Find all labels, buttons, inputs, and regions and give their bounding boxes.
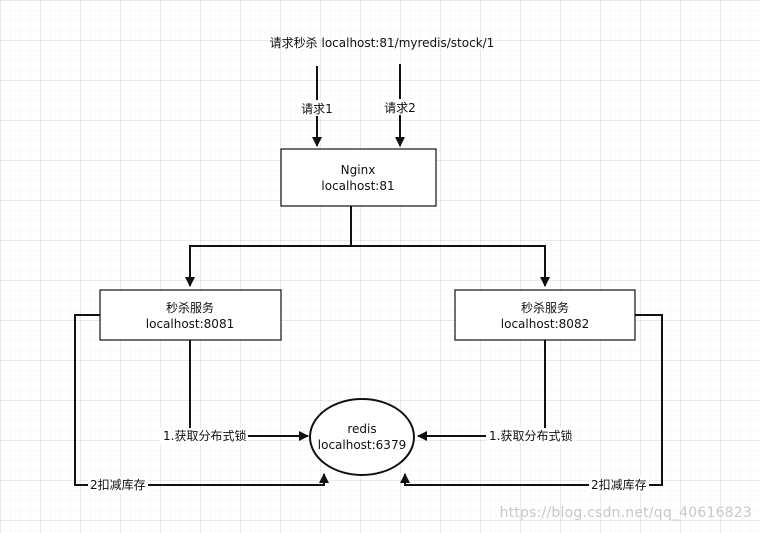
request1-label: 请求1	[301, 102, 333, 116]
service-right-node	[454, 289, 636, 341]
deduct-left-label-bg	[88, 477, 148, 493]
deduct-right-label: 2扣减库存	[591, 477, 647, 492]
lock-right-label: 1.获取分布式锁	[489, 428, 572, 443]
nginx-to-service-left-arrow	[185, 206, 352, 287]
deduct-left-label: 2扣减库存	[90, 477, 146, 492]
request2-label-bg	[382, 99, 418, 115]
lock-left-label-bg	[160, 428, 248, 444]
nginx-to-service-right-arrow	[351, 245, 550, 287]
nginx-address: localhost:81	[321, 179, 394, 193]
request2-label: 请求2	[384, 101, 416, 115]
redis-node	[309, 398, 415, 476]
lock-right-label-bg	[486, 428, 574, 444]
deduct-right-label-bg	[589, 477, 649, 493]
service-right-address: localhost:8082	[501, 317, 589, 331]
nginx-title: Nginx	[341, 163, 376, 177]
lock-left-arrow	[189, 340, 309, 441]
deduct-right-arrow	[400, 314, 663, 486]
service-left-title: 秒杀服务	[166, 300, 214, 315]
lock-right-arrow	[417, 340, 546, 441]
request-url-label: 请求秒杀 localhost:81/myredis/stock/1	[270, 35, 495, 50]
service-right-title: 秒杀服务	[521, 300, 569, 315]
deduct-left-arrow	[74, 314, 329, 486]
service-left-address: localhost:8081	[146, 317, 234, 331]
lock-left-label: 1.获取分布式锁	[163, 428, 246, 443]
redis-title: redis	[347, 422, 376, 436]
service-left-node	[99, 289, 282, 341]
nginx-node	[280, 148, 437, 207]
watermark: https://blog.csdn.net/qq_40616823	[499, 505, 752, 521]
redis-address: localhost:6379	[318, 438, 406, 452]
request1-label-bg	[299, 100, 335, 116]
